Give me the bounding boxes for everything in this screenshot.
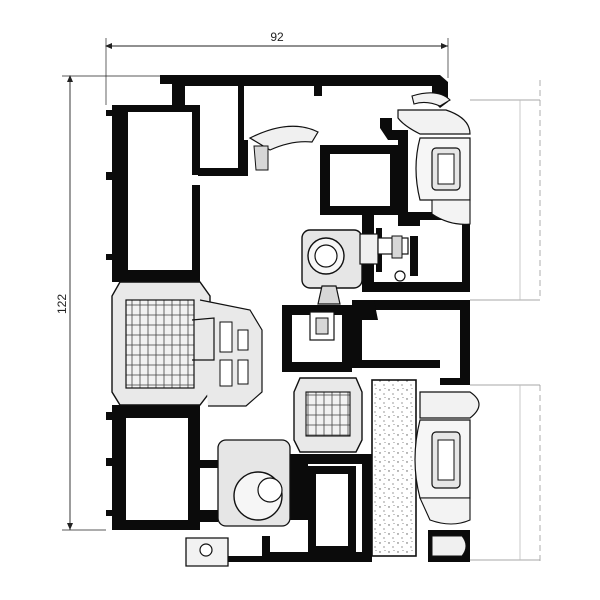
lower-glazing [470, 384, 541, 565]
sash-lower-profile [282, 300, 470, 385]
outer-frame-lower-chamber [106, 405, 218, 530]
outer-frame-top-profile [160, 75, 448, 170]
hardware-cylinder-lower [217, 439, 291, 527]
sash-thermal-break [293, 377, 363, 453]
insulation-core [371, 379, 417, 557]
sash-upper-profile [320, 118, 470, 292]
width-dimension-label: 92 [270, 30, 284, 44]
outer-frame-upper-chamber [106, 105, 248, 282]
lower-glazing-bead [414, 391, 480, 562]
upper-glazing [470, 80, 541, 301]
height-dimension: 122 [55, 75, 160, 531]
height-dimension-label: 122 [55, 294, 69, 314]
frame-thermal-break [111, 281, 263, 407]
bottom-foot-gasket [185, 537, 368, 567]
hardware-cylinder-upper [301, 229, 409, 305]
width-dimension: 92 [105, 30, 449, 105]
upper-glazing-bead [397, 92, 471, 225]
frame-gasket-top [248, 125, 319, 171]
